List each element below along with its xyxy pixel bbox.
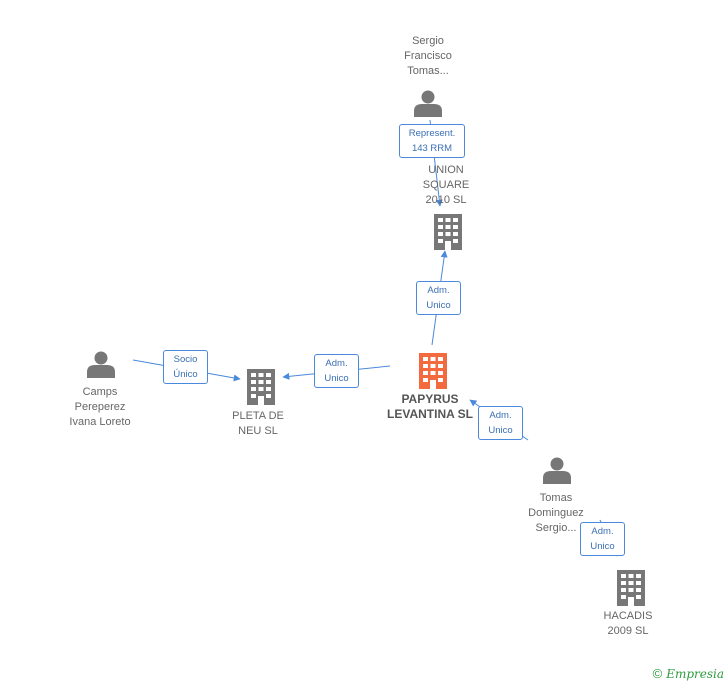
person-icon[interactable]: [87, 351, 115, 379]
edge-label-adm-unico: Adm. Unico: [478, 406, 523, 440]
building-icon[interactable]: [617, 570, 645, 606]
edge-label-adm-unico: Adm. Unico: [416, 281, 461, 315]
node-label-pleta[interactable]: PLETA DE NEU SL: [232, 410, 284, 437]
node-label-sergio[interactable]: Sergio Francisco Tomas...: [404, 35, 452, 77]
node-label-tomas[interactable]: Tomas Dominguez Sergio...: [528, 492, 584, 534]
empresia-logo[interactable]: Empresia: [666, 667, 724, 681]
edge-label-represent: Represent. 143 RRM: [399, 124, 465, 158]
copyright-footer: ©Empresia: [653, 666, 724, 681]
building-icon[interactable]: [247, 369, 275, 405]
building-icon[interactable]: [434, 214, 462, 250]
node-label-camps[interactable]: Camps Pereperez Ivana Loreto: [69, 386, 131, 428]
node-label-hacadis[interactable]: HACADIS 2009 SL: [603, 610, 653, 637]
node-label-papyrus[interactable]: PAPYRUS LEVANTINA SL: [387, 392, 473, 421]
node-label-union-square[interactable]: UNION SQUARE 2010 SL: [422, 164, 470, 206]
building-icon[interactable]: [419, 353, 447, 389]
person-icon[interactable]: [414, 90, 442, 118]
person-icon[interactable]: [543, 457, 571, 485]
edge-label-adm-unico: Adm. Unico: [580, 522, 625, 556]
copyright-icon: ©: [652, 666, 663, 681]
edge-label-socio-unico: Socio Único: [163, 350, 208, 384]
edge-label-adm-unico: Adm. Unico: [314, 354, 359, 388]
